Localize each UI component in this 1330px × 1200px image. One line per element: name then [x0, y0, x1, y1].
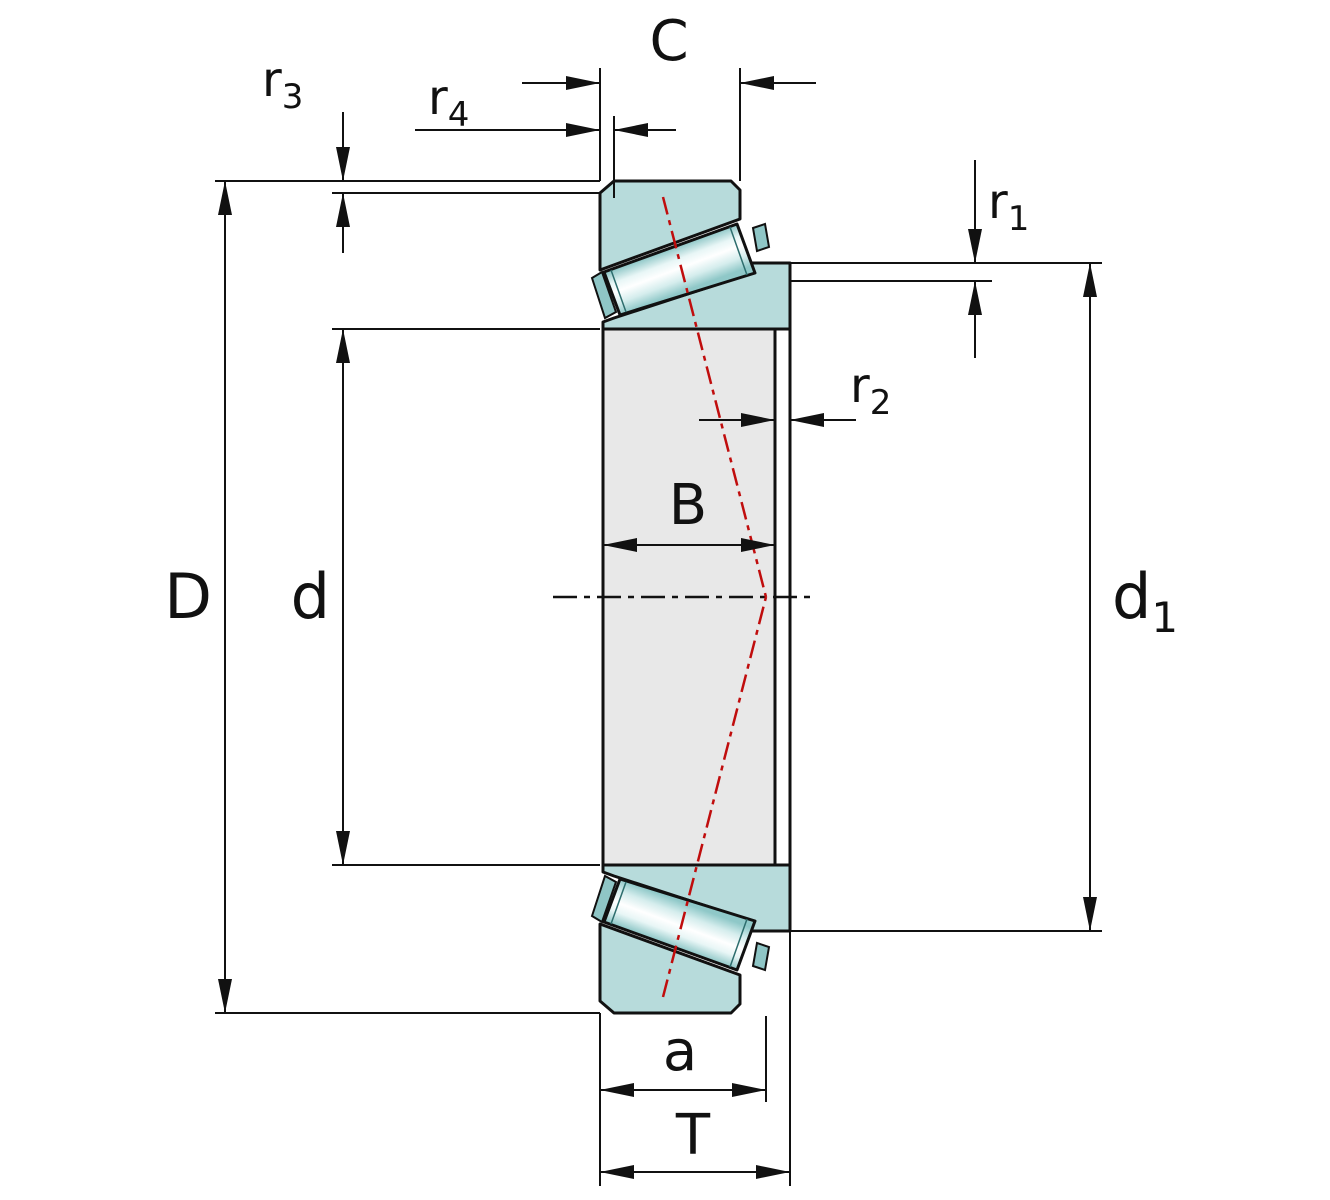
label-r1: r1 [988, 174, 1029, 239]
roller-end-line [729, 226, 748, 276]
cage-tab-large-end-bottom [751, 941, 771, 972]
outer-ring-bottom-section [598, 922, 742, 1015]
label-r2: r2 [850, 358, 891, 423]
tapered-roller-top [602, 222, 757, 317]
label-D: D [164, 560, 212, 633]
dimension-B: B [603, 473, 775, 552]
dimension-r3: r3 [262, 52, 600, 253]
dimension-D: D [164, 180, 600, 1014]
roller-end-line [610, 269, 627, 313]
roller-end-line [610, 881, 627, 925]
dimension-d: d [291, 328, 600, 866]
roller-body-top [602, 222, 757, 317]
dimension-r1: r1 [790, 160, 1029, 358]
dimension-a: a [599, 1013, 767, 1186]
label-r3: r3 [262, 52, 303, 117]
label-d1: d1 [1112, 560, 1178, 642]
dimension-r2: r2 [699, 358, 891, 427]
dimension-T: T [600, 931, 791, 1186]
dimension-C: C [522, 9, 816, 181]
label-d: d [291, 560, 330, 633]
dimension-d1: d1 [790, 262, 1178, 932]
label-T: T [675, 1103, 711, 1168]
label-C: C [649, 9, 688, 74]
dimensions: D d d1 C [164, 9, 1178, 1186]
label-B: B [669, 473, 707, 538]
cage-tab-large-end-top [751, 222, 771, 253]
dimension-r4: r4 [415, 70, 676, 198]
cage-tab-small-end-bottom [590, 874, 618, 924]
tapered-roller-bottom [602, 877, 757, 972]
cage-tab-small-end-top [590, 270, 618, 320]
cage-bottom-section [590, 874, 771, 972]
cage-top-section [590, 222, 771, 320]
label-r4: r4 [428, 70, 469, 135]
roller-end-line [729, 918, 748, 968]
label-a: a [663, 1019, 697, 1084]
roller-body-bottom [602, 877, 757, 972]
